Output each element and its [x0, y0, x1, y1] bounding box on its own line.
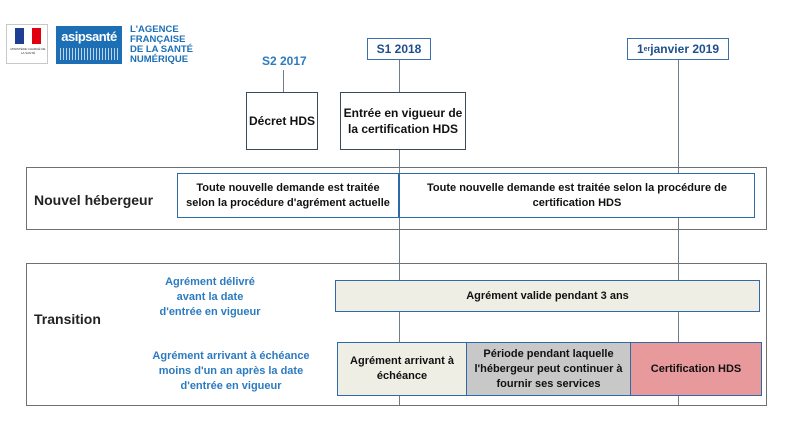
date-s1-2018-label: S1 2018 — [376, 42, 422, 56]
case2-line: Agrément arrivant à échéance — [152, 350, 310, 362]
section-nouvel-hebergeur — [26, 167, 767, 230]
cell2-line: fournir ses services — [496, 377, 601, 390]
case-agrement-delivre: Agrément délivré avant la date d'entrée … — [130, 275, 290, 320]
asip-sante-logo: asipsanté — [56, 26, 122, 64]
timeline-line-s1-2018 — [399, 60, 400, 405]
procedure-certification-line: certification HDS — [532, 196, 622, 209]
case2-line: moins d'un an après la date — [158, 365, 304, 377]
case1-line: d'entrée en vigueur — [159, 306, 261, 318]
agrement-valide-bar: Agrément valide pendant 3 ans — [335, 280, 760, 312]
date-2019-rest: janvier 2019 — [650, 42, 720, 56]
cell1-line: échéance — [376, 370, 428, 382]
procedure-agrement-box: Toute nouvelle demande est traitée selon… — [177, 173, 399, 218]
agence-line: NUMÉRIQUE — [130, 54, 189, 65]
procedure-certification-box: Toute nouvelle demande est traitée selon… — [399, 173, 755, 218]
timeline-line-s2-2017 — [283, 70, 284, 92]
event-entree-line: Entrée en vigueur de — [343, 106, 463, 120]
case-agrement-echeance: Agrément arrivant à échéance moins d'un … — [130, 349, 332, 394]
cell2-line: l'hébergeur peut continuer à — [474, 362, 623, 375]
cell-agrement-echeance: Agrément arrivant à échéance — [337, 342, 466, 396]
date-s1-2018: S1 2018 — [367, 38, 431, 60]
date-s2-2017: S2 2017 — [262, 54, 307, 68]
french-flag-icon — [15, 28, 42, 44]
cell3-label: Certification HDS — [650, 362, 742, 375]
agence-line: FRANÇAISE — [130, 34, 186, 45]
date-2019-day: 1 — [636, 42, 644, 56]
procedure-agrement-line: selon la procédure d'agrément actuelle — [186, 196, 390, 209]
cell-certification-hds: Certification HDS — [630, 342, 762, 396]
cell-periode-continuation: Période pendant laquelle l'hébergeur peu… — [466, 342, 630, 396]
case1-line: avant la date — [176, 291, 244, 303]
case1-line: Agrément délivré — [165, 276, 255, 288]
government-logo-text: MINISTÈRE CHARGÉ DE LA SANTÉ — [10, 47, 46, 55]
cell2-line: Période pendant laquelle — [483, 347, 614, 360]
procedure-agrement-line: Toute nouvelle demande est traitée — [196, 181, 380, 194]
event-entree-vigueur: Entrée en vigueur de la certification HD… — [340, 92, 466, 150]
cell1-line: Agrément arrivant à — [350, 355, 454, 367]
government-logo: MINISTÈRE CHARGÉ DE LA SANTÉ — [6, 24, 48, 64]
agence-line: DE LA SANTÉ — [130, 44, 193, 55]
event-decret-hds: Décret HDS — [246, 92, 318, 150]
agence-line: L'AGENCE — [130, 24, 179, 35]
asip-logo-pattern — [60, 48, 118, 60]
timeline-line-2019 — [678, 60, 679, 405]
label-nouvel-hebergeur: Nouvel hébergeur — [34, 192, 154, 208]
label-transition: Transition — [34, 311, 101, 327]
date-2019-sup: er — [643, 45, 651, 53]
agence-name: L'AGENCE FRANÇAISE DE LA SANTÉ NUMÉRIQUE — [130, 25, 220, 65]
asip-logo-text: asipsanté — [61, 29, 117, 44]
event-entree-line: la certification HDS — [347, 122, 459, 136]
section-transition — [26, 263, 767, 406]
agrement-valide-label: Agrément valide pendant 3 ans — [466, 290, 629, 302]
event-decret-label: Décret HDS — [248, 114, 316, 128]
case2-line: d'entrée en vigueur — [180, 380, 282, 392]
procedure-certification-line: Toute nouvelle demande est traitée selon… — [427, 181, 727, 194]
